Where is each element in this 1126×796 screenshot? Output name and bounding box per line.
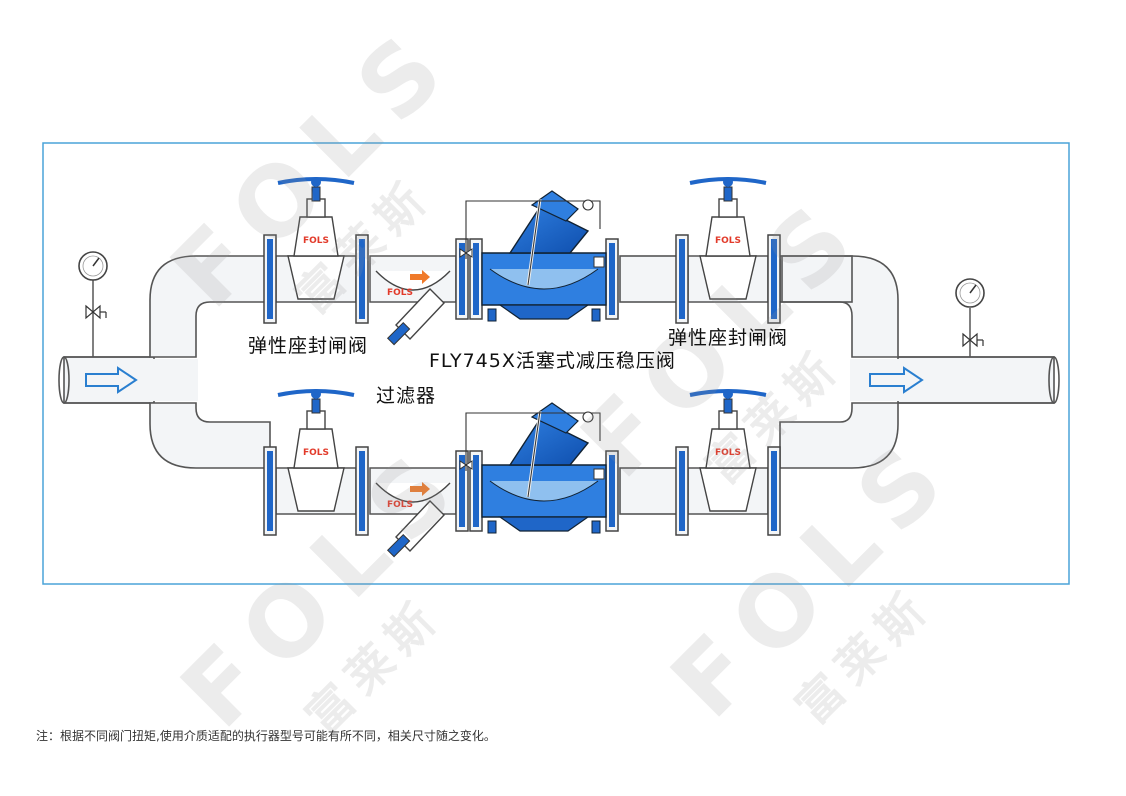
strainer-label: 过滤器 [376,385,437,407]
gate-valve-label-left: 弹性座封闸阀 [248,335,369,357]
strainer-bottom: FOLS [369,450,469,558]
pressure-gauge-inlet [78,251,108,357]
brand-logo: FOLS [715,448,741,458]
footnote: 注：根据不同阀门扭矩,使用介质适配的执行器型号可能有所不同，相关尺寸随之变化。 [36,729,496,743]
control-valve-top [459,190,619,322]
brand-logo: FOLS [387,500,413,510]
brand-logo: FOLS [303,448,329,458]
gate-valve-bottom-right: FOLS [675,389,781,536]
pressure-gauge-outlet [955,278,985,357]
gate-valve-top-right: FOLS [675,177,781,324]
main-valve-label: FLY745X活塞式减压稳压阀 [429,350,676,372]
brand-logo: FOLS [715,236,741,246]
strainer-top: FOLS [369,238,469,346]
gate-valve-label-right: 弹性座封闸阀 [668,327,789,349]
piping-diagram: FOLS FOLS FOLS FOLS FOLS FOLS [42,142,1070,585]
control-valve-bottom [459,402,619,534]
brand-logo: FOLS [387,288,413,298]
diagram-frame [42,142,1070,585]
gate-valve-bottom-left: FOLS [263,389,369,536]
flow-arrows [85,366,924,394]
pipe-network [63,255,1055,515]
outlet-flow-arrow [869,366,924,394]
gate-valve-top-left: FOLS [263,177,369,324]
inlet-flow-arrow [85,366,138,394]
brand-logo: FOLS [303,236,329,246]
